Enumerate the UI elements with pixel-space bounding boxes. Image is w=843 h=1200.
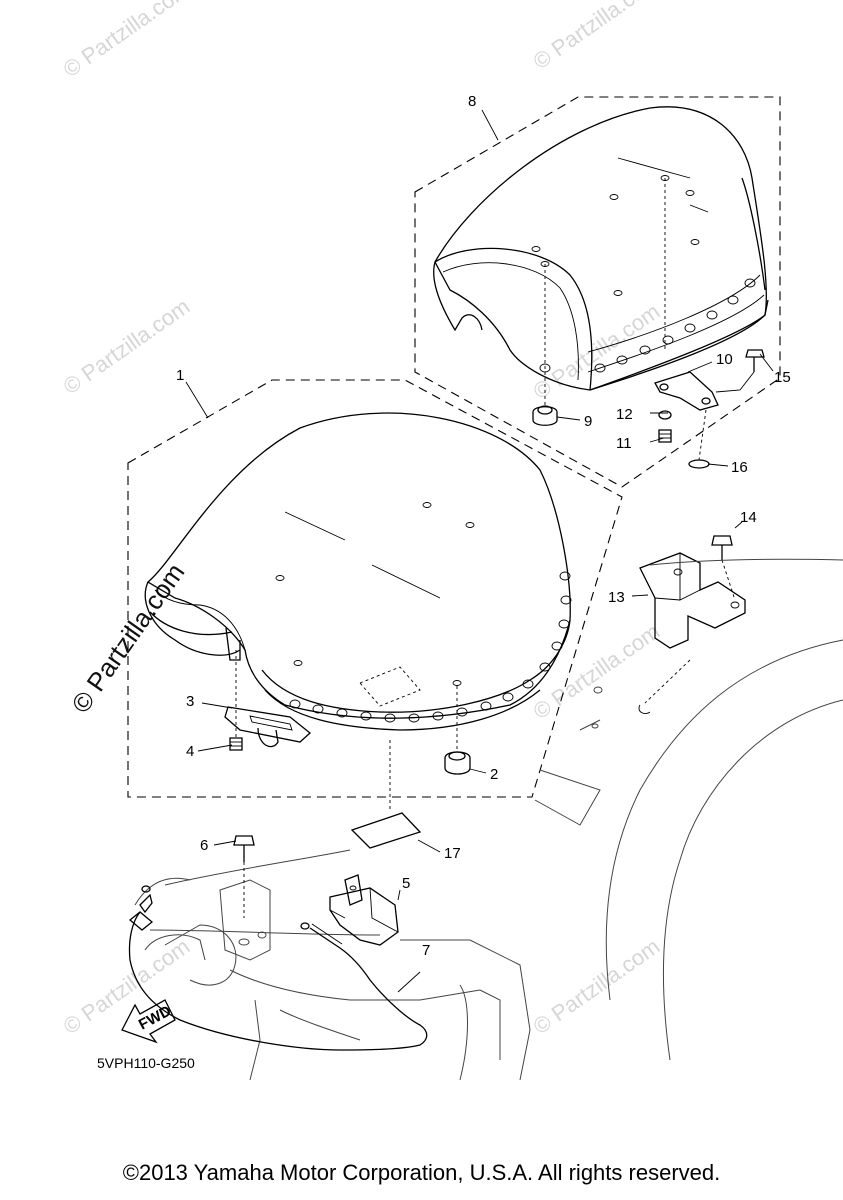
callout-1: 1: [176, 367, 184, 384]
callout-9: 9: [584, 413, 592, 430]
bolt-14: [711, 535, 733, 560]
watermark-group: © Partzilla.com © Partzilla.com © Partzi…: [59, 0, 665, 1039]
bracket-10: [654, 371, 719, 411]
bracket-13: [639, 552, 746, 649]
diagram-code: 5VPH110-G250: [97, 1055, 195, 1071]
switch-5: [329, 874, 399, 946]
copyright-notice: ©2013 Yamaha Motor Corporation, U.S.A. A…: [122, 1160, 721, 1185]
rubber-damper-9: [532, 405, 558, 426]
watermark: © Partzilla.com: [529, 619, 665, 725]
bolt-15: [745, 349, 765, 372]
bolt-6: [233, 835, 255, 862]
washer-16: [688, 459, 710, 469]
callout-13: 13: [608, 589, 625, 606]
callout-2: 2: [490, 766, 498, 783]
front-seat: [144, 412, 572, 731]
front-seat-boundary: [127, 379, 623, 798]
plate-3: [224, 706, 312, 748]
callout-4: 4: [186, 743, 194, 760]
callout-5: 5: [402, 875, 410, 892]
leader-lines: [185, 109, 774, 993]
bolt-11: [658, 429, 672, 443]
watermark: © Partzilla.com: [59, 934, 195, 1040]
callout-11: 11: [616, 435, 632, 452]
bolt-4: [229, 737, 243, 751]
watermark: © Partzilla.com: [529, 0, 665, 74]
cable-7: [128, 885, 428, 1051]
callout-12: 12: [616, 406, 633, 423]
watermark: © Partzilla.com: [529, 934, 665, 1040]
callout-8: 8: [468, 93, 476, 110]
rear-seat-boundary: [414, 96, 781, 488]
callout-15: 15: [774, 369, 791, 386]
callout-6: 6: [200, 837, 208, 854]
rubber-damper-2: [444, 751, 471, 775]
callout-3: 3: [186, 693, 194, 710]
fwd-label: FWD: [136, 1002, 174, 1033]
callout-10: 10: [716, 351, 733, 368]
callout-labels: 1 2 3 4 5 6 7 8 9 10 11 12 13 14 15 16 1…: [176, 93, 791, 959]
front-seat-studs: [289, 571, 572, 723]
callout-7: 7: [422, 942, 430, 959]
rear-seat-studs: [539, 278, 756, 373]
watermark: © Partzilla.com: [59, 0, 195, 82]
nut-12: [658, 410, 672, 420]
callout-16: 16: [731, 459, 748, 476]
callout-17: 17: [444, 845, 461, 862]
rear-seat: [433, 106, 769, 408]
callout-14: 14: [740, 509, 757, 526]
watermark: © Partzilla.com: [59, 294, 195, 400]
fwd-arrow-icon: FWD: [121, 999, 176, 1044]
label-17: [350, 812, 422, 849]
motorcycle-frame: [134, 558, 843, 1081]
